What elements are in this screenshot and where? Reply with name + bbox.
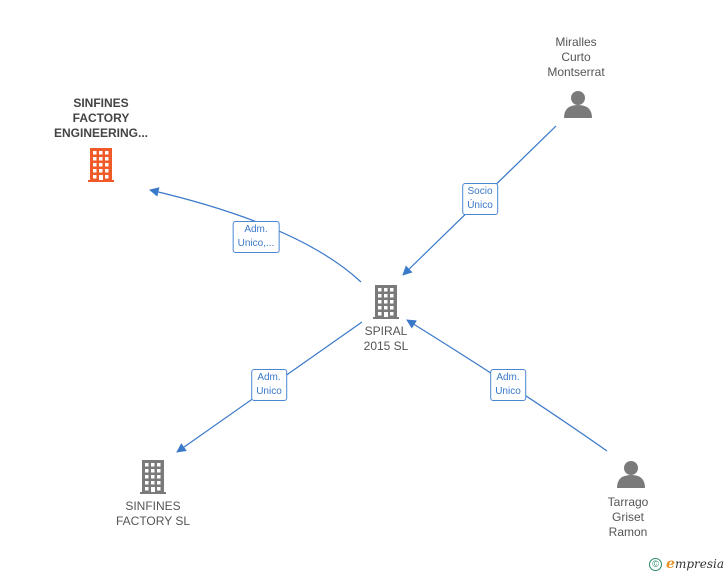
building-icon[interactable] bbox=[140, 460, 166, 494]
node-label-line: SINFINES bbox=[125, 499, 181, 513]
person-icon[interactable] bbox=[617, 461, 645, 488]
edge-label-line: Adm. bbox=[496, 372, 520, 383]
node-label-line: Tarrago bbox=[607, 495, 649, 509]
person-icon[interactable] bbox=[564, 91, 592, 118]
node-label-line: Griset bbox=[611, 510, 644, 524]
node-label-line: FACTORY bbox=[72, 111, 130, 125]
edge-label-line: Unico bbox=[495, 386, 521, 397]
edge-label-line: Unico bbox=[256, 386, 282, 397]
node-label-line: Montserrat bbox=[547, 65, 605, 79]
edge-label-line: Adm. bbox=[257, 372, 281, 383]
building-icon[interactable] bbox=[373, 285, 399, 319]
node-label-line: Ramon bbox=[608, 525, 648, 539]
node-label-line: Miralles bbox=[555, 35, 597, 49]
node-label-line: 2015 SL bbox=[363, 339, 409, 353]
edge-label-line: Socio bbox=[467, 186, 493, 197]
edge-label-e-engineering[interactable]: Adm. Unico,... bbox=[232, 221, 280, 253]
node-label-line: SPIRAL bbox=[364, 324, 408, 338]
edge-label-e-sinfines[interactable]: Adm. Unico bbox=[251, 369, 287, 401]
edge-label-line: Único bbox=[467, 200, 493, 211]
edge-label-line: Unico,... bbox=[237, 238, 275, 249]
node-label-line: Curto bbox=[561, 50, 591, 64]
building-icon[interactable] bbox=[88, 148, 114, 182]
brand-logo: empresia bbox=[666, 556, 724, 572]
node-label-line: FACTORY SL bbox=[115, 514, 191, 528]
node-label-line: ENGINEERING... bbox=[53, 126, 149, 140]
edge-label-e-tarrago[interactable]: Adm. Unico bbox=[490, 369, 526, 401]
edge-label-line: Adm. bbox=[244, 224, 268, 235]
node-label-line: SINFINES bbox=[73, 96, 129, 110]
copyright-icon: © bbox=[649, 557, 663, 571]
footer-brand: © empresia bbox=[649, 556, 724, 572]
